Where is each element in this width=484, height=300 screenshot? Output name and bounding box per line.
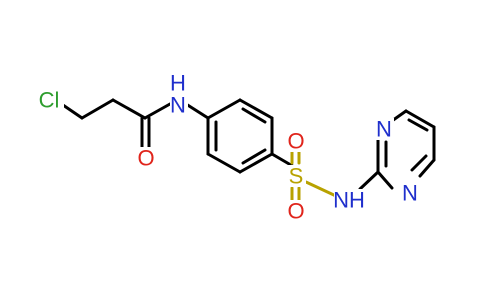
bond-pyr-inner-3 xyxy=(410,154,428,172)
bond-benz-5 xyxy=(206,152,242,174)
atom-label-n-pyrimidine-top: N xyxy=(376,117,392,142)
atom-label-o-amide: O xyxy=(137,146,154,171)
atom-sulfur: S xyxy=(286,164,306,189)
atom-sulfonyl-o-bottom: O xyxy=(286,199,306,224)
atom-label-n-pyrimidine-bottom: N xyxy=(402,181,418,206)
bond-pyr-inner-2 xyxy=(407,118,429,132)
atom-label-o-sulfonyl-bottom: O xyxy=(287,199,304,224)
atom-pyrimidine-n-bottom: N xyxy=(400,181,420,206)
bond-benz-1 xyxy=(206,98,242,120)
bond-s-nh xyxy=(304,180,338,198)
atom-sulfonamide-nh: NH xyxy=(333,188,366,213)
atom-label-h-amide: H xyxy=(170,71,186,96)
bond-pyr-3 xyxy=(404,109,436,129)
bond-c3-n xyxy=(143,102,172,120)
bond-n-ring xyxy=(184,102,210,120)
atom-label-o-sulfonyl-top: O xyxy=(287,129,304,154)
atom-pyrimidine-n-top: N xyxy=(374,117,394,142)
atom-label-nh-sulfonamide: NH xyxy=(333,188,365,213)
bond-c1-c2 xyxy=(80,98,115,120)
atom-label-s: S xyxy=(289,164,304,189)
bond-nh-pyr xyxy=(358,170,380,191)
bond-benz-inner-1 xyxy=(241,107,267,124)
atom-cl: Cl xyxy=(34,88,64,113)
atom-amide-o: O xyxy=(136,146,156,171)
atom-label-n-amide: N xyxy=(170,93,186,118)
atom-label-cl: Cl xyxy=(39,88,60,113)
atom-amide-nh: H N xyxy=(170,71,188,118)
bond-layer xyxy=(58,98,436,206)
bond-pyr-6 xyxy=(376,170,394,190)
bond-benz-4 xyxy=(238,152,274,174)
bond-benz-2 xyxy=(238,98,274,120)
bond-c2-c3 xyxy=(111,98,147,120)
bond-benz-inner-2 xyxy=(241,148,267,165)
atom-layer: Cl H N O S O O NH N xyxy=(34,71,420,224)
atom-sulfonyl-o-top: O xyxy=(286,129,306,154)
bond-pyr-5 xyxy=(418,158,436,178)
